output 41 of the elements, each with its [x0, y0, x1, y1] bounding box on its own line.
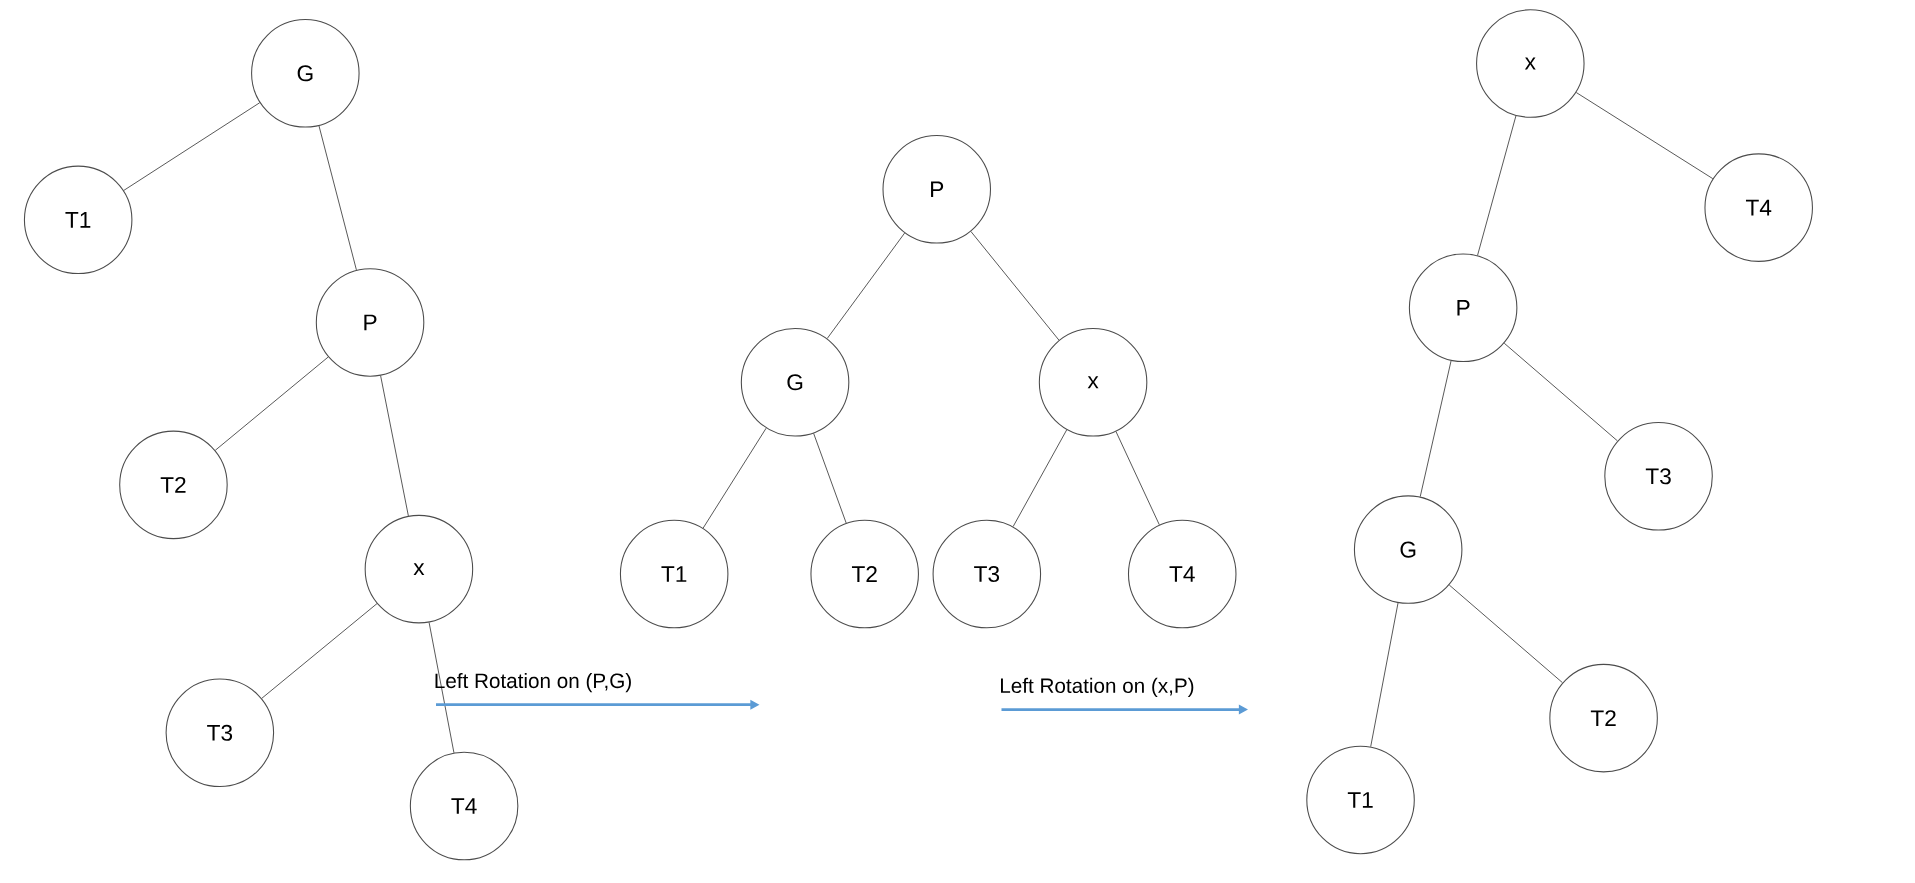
tree-node: T1: [23, 165, 133, 275]
tree-edge: [261, 603, 378, 699]
tree-edge: [1012, 429, 1068, 527]
tree-node: T3: [165, 678, 275, 788]
tree-edge: [428, 621, 455, 754]
tree-node: x: [1038, 328, 1148, 437]
tree-edge: [970, 231, 1060, 341]
tree-edge: [318, 125, 357, 271]
tree-node: T2: [810, 519, 919, 629]
tree-node: T2: [119, 430, 228, 540]
rotation-label: Left Rotation on (P,G): [435, 672, 631, 693]
rotation-label: Left Rotation on (x,P): [1001, 677, 1194, 698]
tree-edge: [702, 427, 767, 529]
tree-edge: [1115, 431, 1160, 526]
tree-node: P: [315, 268, 425, 377]
tree-edge: [1575, 92, 1714, 180]
tree-node: G: [1353, 495, 1463, 604]
tree-edge: [813, 432, 847, 524]
tree-edge: [1448, 584, 1563, 684]
tree-edge: [1370, 602, 1399, 748]
tree-node: T3: [1604, 422, 1713, 531]
tree-node: P: [882, 135, 992, 244]
tree-edge: [1419, 360, 1452, 498]
tree-edge: [123, 102, 261, 191]
tree-edge: [380, 375, 409, 517]
tree-node: x: [1476, 9, 1585, 118]
tree-node: T4: [409, 751, 519, 861]
tree-edge: [214, 356, 329, 451]
tree-node: P: [1408, 253, 1518, 363]
tree-node: T2: [1549, 663, 1658, 773]
tree-node: G: [251, 19, 360, 128]
tree-node: G: [740, 328, 850, 437]
tree-node: T1: [1306, 745, 1415, 855]
tree-node: T3: [932, 519, 1042, 629]
tree-node: x: [364, 514, 474, 624]
tree-edge: [1503, 342, 1618, 442]
tree-node: T1: [619, 519, 729, 629]
tree-edge: [1477, 115, 1517, 256]
tree-edge: [826, 232, 906, 339]
tree-node: T4: [1127, 519, 1237, 629]
tree-node: T4: [1704, 153, 1813, 262]
